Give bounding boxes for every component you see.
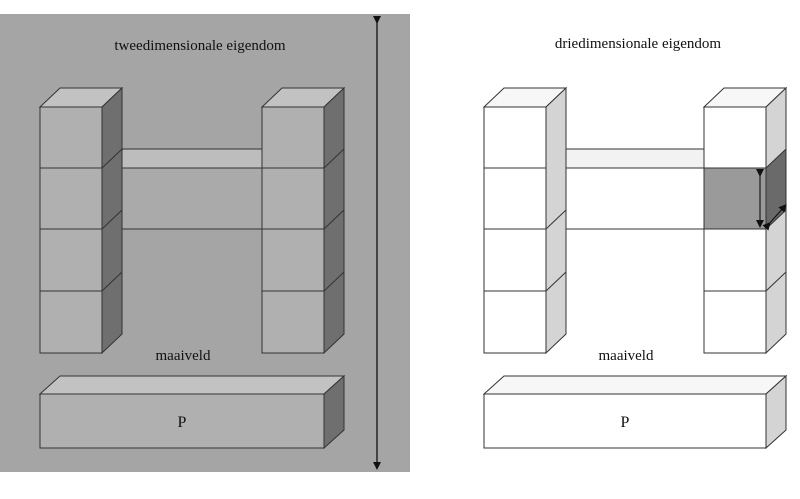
left-parcel-label: P xyxy=(178,414,187,431)
right-column-1 xyxy=(482,86,568,355)
left-panel-title: tweedimensionale eigendom xyxy=(114,38,286,54)
right-parcel-slab xyxy=(482,374,788,450)
right-panel: driedimensionale eigendom xyxy=(482,36,788,450)
right-ground-label: maaiveld xyxy=(599,348,654,364)
right-panel-title: driedimensionale eigendom xyxy=(555,36,722,52)
cell-extent-arrows xyxy=(756,169,787,231)
left-parcel-slab xyxy=(38,374,346,450)
left-column-2 xyxy=(260,86,346,355)
left-column-1 xyxy=(38,86,124,355)
right-parcel-label: P xyxy=(621,414,630,431)
left-ground-label: maaiveld xyxy=(156,348,211,364)
right-beam xyxy=(544,148,726,230)
left-panel: tweedimensionale eigendom xyxy=(0,14,410,472)
left-beam xyxy=(101,148,284,230)
